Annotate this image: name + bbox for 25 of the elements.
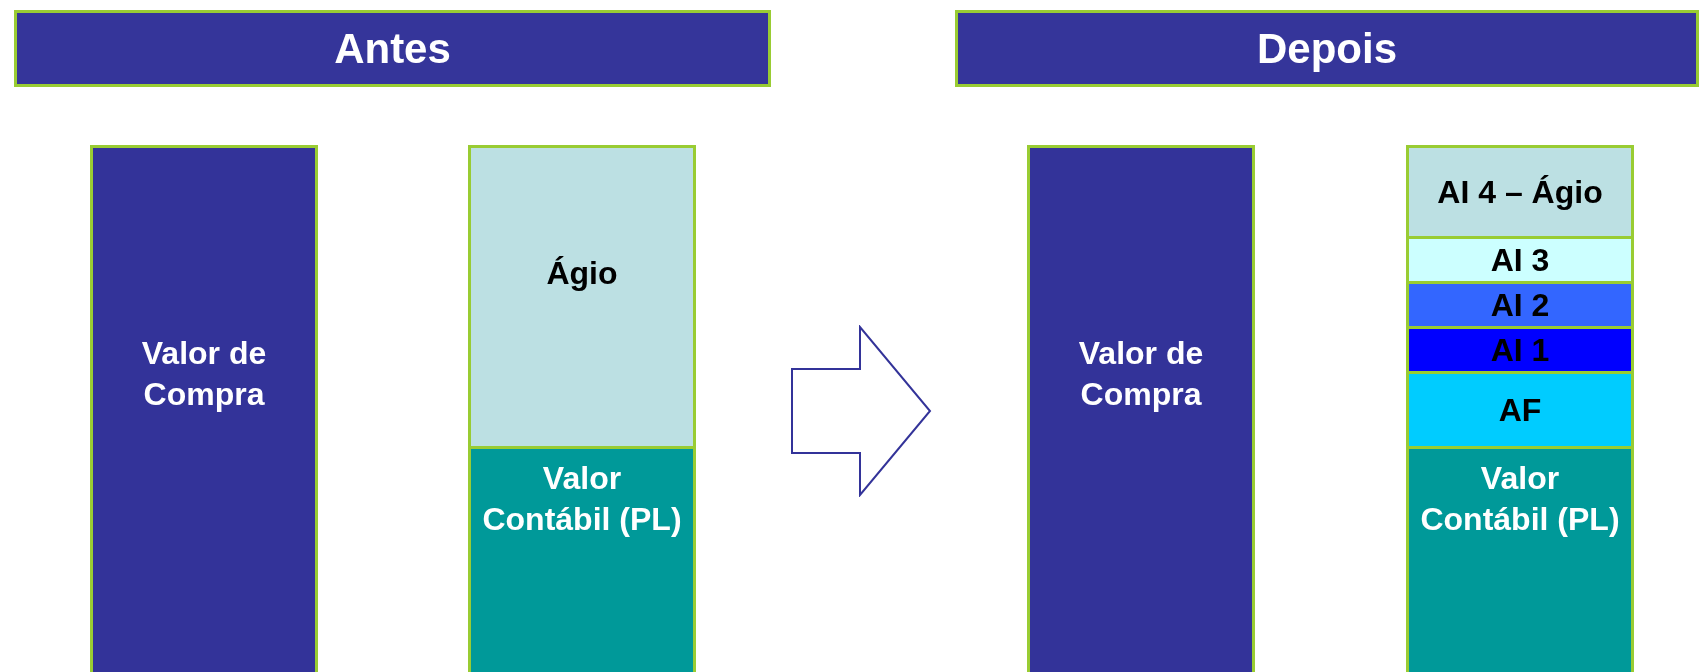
- value-bar-segment: [1406, 446, 1634, 672]
- value-bar: [90, 145, 318, 672]
- label-text: AI 1: [1490, 330, 1550, 370]
- label-text: Ágio: [546, 254, 618, 293]
- label-text: AI 3: [1490, 240, 1550, 280]
- label-text: Antes: [334, 23, 451, 74]
- label-text: Depois: [1257, 23, 1397, 74]
- label-text: Valor Contábil (PL): [482, 459, 682, 539]
- value-bar-segment: [468, 145, 696, 449]
- value-bar-segment: [1406, 145, 1634, 239]
- label-text: Valor de Compra: [140, 334, 268, 414]
- block-arrow: [790, 325, 932, 497]
- value-bar-segment: [468, 446, 696, 672]
- value-bar-segment: [1406, 281, 1634, 329]
- value-bar-segment: [1406, 371, 1634, 449]
- value-bar: [1027, 145, 1255, 672]
- label-text: AI 4 – Ágio: [1437, 172, 1603, 212]
- heading-banner: [955, 10, 1699, 87]
- value-bar-segment: [1406, 326, 1634, 374]
- heading-banner: [14, 10, 771, 87]
- value-bar-segment: [1406, 236, 1634, 284]
- label-text: AI 2: [1490, 285, 1550, 325]
- label-text: Valor de Compra: [1077, 334, 1205, 414]
- label-text: Valor Contábil (PL): [1420, 459, 1620, 539]
- label-text: AF: [1498, 390, 1542, 430]
